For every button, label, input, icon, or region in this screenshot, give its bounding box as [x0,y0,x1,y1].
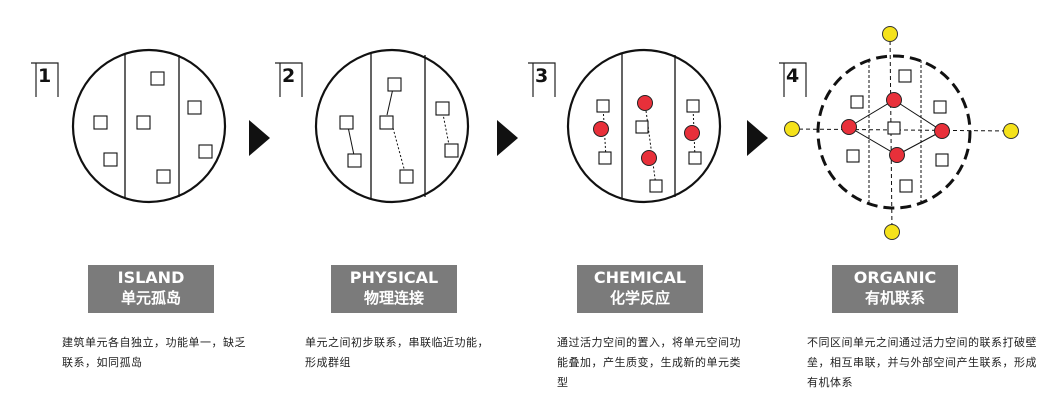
unit-square [635,120,649,134]
unit-square [435,101,450,116]
stage-3-title-en: CHEMICAL [593,268,687,287]
stage-2-number-bracket [275,62,303,97]
unit-square [339,115,354,130]
link-line [692,105,696,159]
stage-3-number: 3 [535,65,548,87]
unit-square [198,144,213,159]
activity-node [593,121,609,137]
activity-node [841,119,857,135]
stage-4-number: 4 [786,65,799,87]
stage-1-circle [71,48,227,204]
stage-4-label: ORGANIC 有机联系 [832,265,958,313]
link-line [392,127,407,177]
stage-2-title-en: PHYSICAL [349,268,439,287]
unit-square [596,99,610,113]
unit-square [933,100,947,114]
unit-square [686,99,700,113]
activity-node [684,125,700,141]
activity-node [934,123,950,139]
unit-square [444,143,459,158]
external-node [784,121,800,137]
stage-3-description: 通过活力空间的置入，将单元空间功能叠加，产生质变，生成新的单元类型 [557,336,741,389]
arrow-right-icon [747,120,768,156]
stage-3-circle [566,48,722,204]
stage-1-title-cn: 单元孤岛 [120,289,181,307]
unit-square [387,77,402,92]
activity-node [886,92,902,108]
unit-square [399,169,414,184]
external-node [882,26,898,42]
link-line [602,105,607,159]
link-line [896,130,943,156]
stage-2-title-cn: 物理连接 [363,289,424,307]
link-line [441,108,451,151]
arrow-right-icon [497,120,518,156]
unit-square [136,115,151,130]
stage-1-number: 1 [38,65,51,87]
link-line [893,99,943,132]
stage-4-number-bracket [779,62,807,97]
link-line [644,102,657,187]
unit-square [850,95,864,109]
stage-2-circle [314,48,470,204]
external-axis [791,128,1012,132]
unit-square [846,149,860,163]
stage-4-circle [816,54,972,210]
unit-square [379,115,394,130]
stage-1-diagram: 1 [31,48,227,204]
stage-1-label: ISLAND 单元孤岛 [88,265,214,313]
activity-node [641,150,657,166]
activity-node [637,95,653,111]
activity-node [889,147,905,163]
unit-square [103,152,118,167]
unit-square [935,153,949,167]
unit-square [649,179,663,193]
unit-square [156,169,171,184]
external-node [884,224,900,240]
link-line [848,99,895,128]
stage-3-label: CHEMICAL 化学反应 [577,265,703,313]
unit-square [347,153,362,168]
unit-square [93,115,108,130]
stage-3-title-cn: 化学反应 [609,289,670,307]
arrow-right-icon [249,120,270,156]
unit-square [187,100,202,115]
stage-3-number-bracket [528,62,556,97]
link-line [848,126,898,156]
unit-square [688,151,702,165]
stage-1-description: 建筑单元各自独立，功能单一，缺乏联系，如同孤岛 [62,336,246,369]
stage-2-number: 2 [282,65,295,87]
unit-square [150,71,165,86]
stage-4-title-en: ORGANIC [853,268,937,287]
stage-2-description: 单元之间初步联系，串联临近功能，形成群组 [305,336,489,369]
unit-square [598,151,612,165]
stage-3-diagram: 3 [528,48,722,204]
external-node [1003,123,1019,139]
stage-2-diagram: 2 [275,48,470,204]
stage-4-title-cn: 有机联系 [864,289,925,307]
stage-1-title-en: ISLAND [117,268,185,287]
stage-4-diagram: 4 [779,26,1019,240]
stage-1-number-bracket [31,62,59,97]
unit-square [898,69,912,83]
unit-square [899,179,913,193]
stage-2-label: PHYSICAL 物理连接 [331,265,457,313]
unit-square [887,121,901,135]
stage-4-description: 不同区间单元之间通过活力空间的联系打破壁垒，相互串联，并与外部空间产生联系，形成… [807,336,1037,389]
